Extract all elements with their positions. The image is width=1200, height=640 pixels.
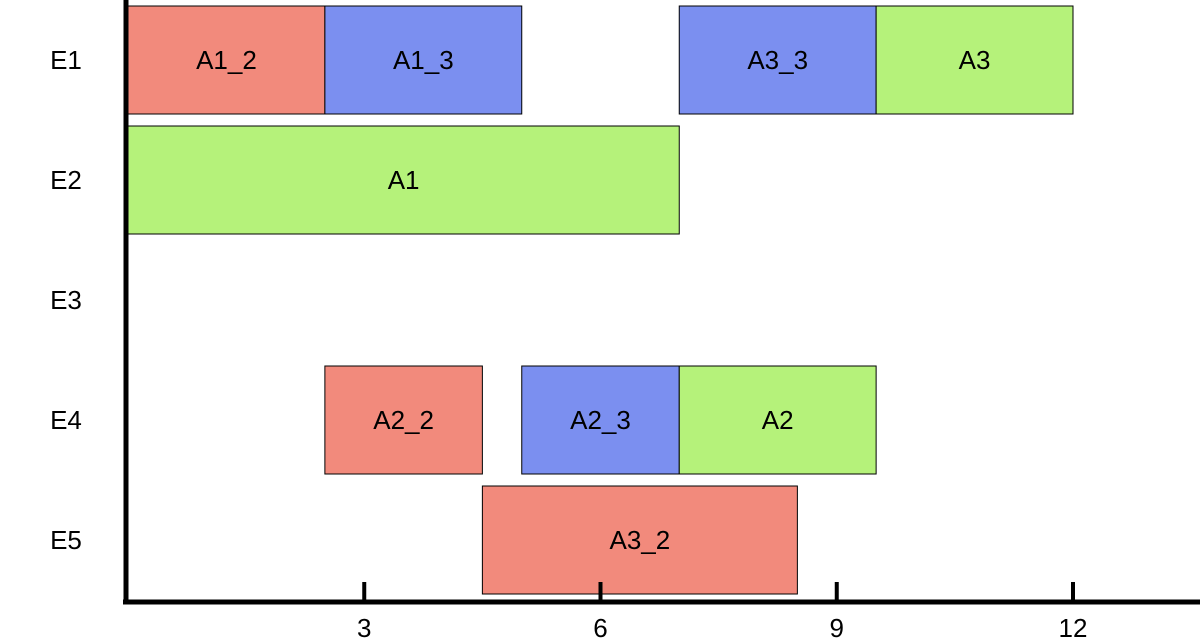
task-bar xyxy=(324,365,483,475)
row-label-e2: E2 xyxy=(50,165,82,195)
task-a1-3: A1_3 xyxy=(324,5,523,115)
task-bar xyxy=(875,5,1074,115)
task-a2-2: A2_2 xyxy=(324,365,483,475)
task-a1-2: A1_2 xyxy=(127,5,326,115)
task-bar xyxy=(678,5,877,115)
task-a3: A3 xyxy=(875,5,1074,115)
x-tick-label: 3 xyxy=(357,613,371,640)
row-label-e1: E1 xyxy=(50,45,82,75)
x-tick-label: 6 xyxy=(593,613,607,640)
task-a2-3: A2_3 xyxy=(521,365,680,475)
task-label: A3_2 xyxy=(610,525,671,555)
task-a2: A2 xyxy=(678,365,877,475)
task-bar xyxy=(324,5,523,115)
task-label: A2_2 xyxy=(373,405,434,435)
task-a1: A1 xyxy=(127,125,680,235)
task-label: A3 xyxy=(959,45,991,75)
row-label-e4: E4 xyxy=(50,405,82,435)
task-label: A2_3 xyxy=(570,405,631,435)
task-bar xyxy=(127,5,326,115)
task-bar xyxy=(521,365,680,475)
task-bar xyxy=(678,365,877,475)
task-label: A1_3 xyxy=(393,45,454,75)
row-label-e3: E3 xyxy=(50,285,82,315)
task-label: A3_3 xyxy=(747,45,808,75)
task-bar xyxy=(481,485,798,595)
x-tick-label: 9 xyxy=(830,613,844,640)
task-a3-2: A3_2 xyxy=(481,485,798,595)
x-ticks: 3 6 9 12 xyxy=(357,582,1087,640)
task-a3-3: A3_3 xyxy=(678,5,877,115)
task-bar xyxy=(127,125,680,235)
row-label-e5: E5 xyxy=(50,525,82,555)
task-label: A1 xyxy=(388,165,420,195)
task-label: A1_2 xyxy=(196,45,257,75)
x-tick-label: 12 xyxy=(1059,613,1088,640)
task-label: A2 xyxy=(762,405,794,435)
axes xyxy=(123,0,1200,605)
